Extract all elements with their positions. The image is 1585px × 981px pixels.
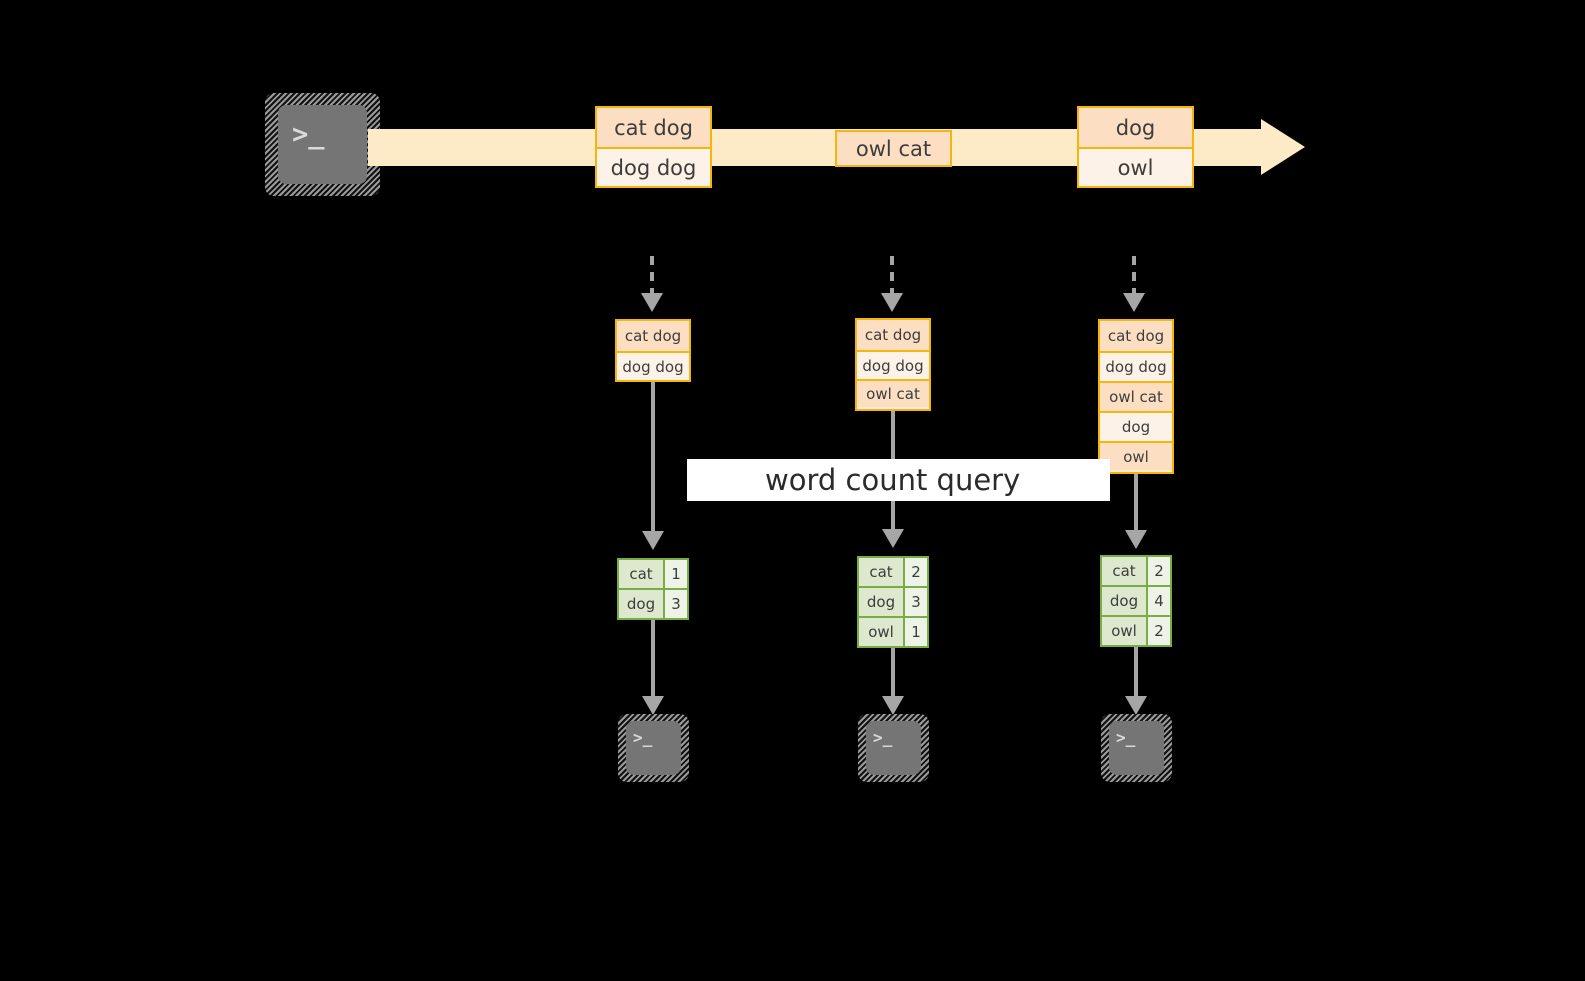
stream-event-box: owl cat (835, 130, 952, 167)
table-row: owl 1 (859, 616, 927, 646)
snapshot-line: owl cat (1100, 381, 1172, 411)
result-to-sink-connector (891, 648, 895, 698)
snapshot-line: owl cat (857, 379, 929, 407)
query-label-text: word count query (765, 463, 1021, 497)
table-cell-count: 1 (663, 560, 687, 588)
result-to-sink-arrowhead (1125, 696, 1147, 715)
sink-terminal-icon: >_ (858, 714, 929, 782)
result-table: cat 1 dog 3 (617, 558, 689, 620)
stream-to-snapshot-arrowhead (1123, 293, 1145, 312)
snapshot-line: dog (1100, 411, 1172, 441)
terminal-prompt-glyph: >_ (873, 728, 893, 747)
terminal-face (866, 721, 921, 775)
sink-terminal-icon: >_ (1101, 714, 1172, 782)
terminal-face (1109, 721, 1164, 775)
table-cell-word: owl (859, 618, 903, 646)
stream-to-snapshot-arrowhead (881, 293, 903, 312)
terminal-face (626, 721, 681, 775)
snapshot-line: dog dog (857, 350, 929, 379)
stream-to-snapshot-connector (1132, 256, 1136, 295)
stream-event-line: dog (1079, 108, 1192, 147)
result-table: cat 2 dog 3 owl 1 (857, 556, 929, 648)
snapshot-line: cat dog (1100, 321, 1172, 351)
sink-terminal-icon: >_ (618, 714, 689, 782)
result-to-sink-connector (1134, 647, 1138, 698)
table-row: cat 2 (1102, 557, 1170, 585)
table-cell-count: 4 (1146, 587, 1170, 615)
table-cell-word: dog (619, 590, 663, 618)
stream-event-line: cat dog (597, 108, 710, 147)
stream-event-box: cat dog dog dog (595, 106, 712, 188)
table-row: dog 3 (619, 588, 687, 618)
source-terminal-icon: >_ (265, 93, 380, 196)
snapshot-line: dog dog (1100, 351, 1172, 381)
stream-to-snapshot-connector (650, 256, 654, 295)
table-row: dog 4 (1102, 585, 1170, 615)
snapshot-box: cat dog dog dog owl cat dog owl (1098, 319, 1174, 474)
snapshot-box: cat dog dog dog owl cat (855, 318, 931, 411)
snapshot-box: cat dog dog dog (615, 319, 691, 382)
table-row: owl 2 (1102, 615, 1170, 645)
table-cell-word: dog (859, 588, 903, 616)
snapshot-to-result-arrowhead (1125, 530, 1147, 549)
stream-to-snapshot-connector (890, 256, 894, 295)
snapshot-line: cat dog (857, 320, 929, 350)
result-to-sink-arrowhead (882, 696, 904, 715)
table-cell-count: 1 (903, 618, 927, 646)
table-cell-count: 2 (1146, 557, 1170, 585)
table-cell-word: cat (1102, 557, 1146, 585)
table-row: cat 1 (619, 560, 687, 588)
table-cell-word: owl (1102, 617, 1146, 645)
stream-event-line: owl (1079, 147, 1192, 186)
table-cell-count: 3 (663, 590, 687, 618)
snapshot-to-result-connector (651, 382, 655, 533)
terminal-prompt-glyph: >_ (292, 119, 325, 150)
terminal-prompt-glyph: >_ (1116, 728, 1136, 747)
result-to-sink-connector (651, 620, 655, 698)
stream-event-box: dog owl (1077, 106, 1194, 188)
snapshot-line: owl (1100, 441, 1172, 470)
query-label: word count query (687, 459, 1110, 501)
table-row: cat 2 (859, 558, 927, 586)
snapshot-to-result-arrowhead (882, 529, 904, 548)
snapshot-to-result-connector (1134, 474, 1138, 532)
result-to-sink-arrowhead (642, 696, 664, 715)
stream-event-line: owl cat (837, 132, 950, 165)
stream-event-line: dog dog (597, 147, 710, 186)
table-cell-word: cat (619, 560, 663, 588)
terminal-prompt-glyph: >_ (633, 728, 653, 747)
result-table: cat 2 dog 4 owl 2 (1100, 555, 1172, 647)
table-cell-count: 2 (903, 558, 927, 586)
snapshot-to-result-arrowhead (642, 531, 664, 550)
table-cell-word: cat (859, 558, 903, 586)
snapshot-line: cat dog (617, 321, 689, 351)
table-cell-word: dog (1102, 587, 1146, 615)
event-stream-arrowhead (1261, 119, 1305, 175)
snapshot-line: dog dog (617, 351, 689, 380)
table-row: dog 3 (859, 586, 927, 616)
table-cell-count: 3 (903, 588, 927, 616)
table-cell-count: 2 (1146, 617, 1170, 645)
terminal-face (278, 105, 367, 184)
stream-to-snapshot-arrowhead (641, 293, 663, 312)
